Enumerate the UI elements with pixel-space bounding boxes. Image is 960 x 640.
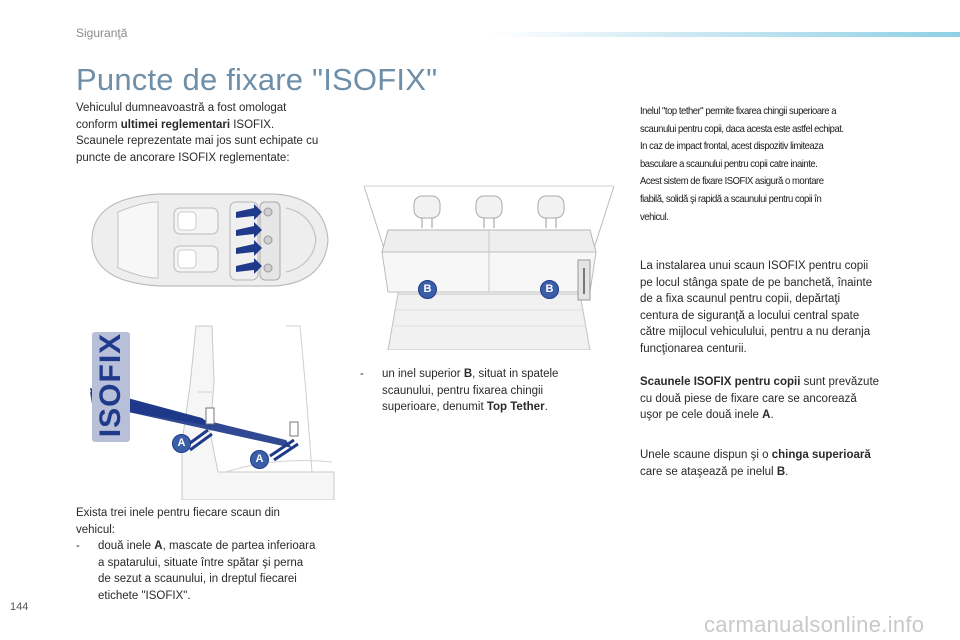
intro-line: Scaunele reprezentate mai jos sunt echip… <box>76 135 319 147</box>
rings-line: vehicul: <box>76 523 115 536</box>
page-number: 144 <box>10 601 29 613</box>
intro-line: conform ultimei reglementari ISOFIX. <box>76 118 275 131</box>
intro-line: Vehiculul dumneavoastră a fost omologat <box>76 102 287 114</box>
car-top-view-figure <box>78 182 338 298</box>
rings-line: Exista trei inele pentru fiecare scaun d… <box>76 507 280 519</box>
isofix-seat-figure: ISOFIX A A <box>86 322 338 500</box>
marker-a: A <box>172 434 191 453</box>
trunk-tether-figure: B B <box>358 182 620 350</box>
header-accent-bar <box>490 32 960 37</box>
page-title: Puncte de fixare "ISOFIX" <box>76 62 438 97</box>
list-item: - două inele A, mascate de partea inferi… <box>76 540 316 602</box>
isofix-label: ISOFIX <box>92 332 130 442</box>
ring-item-b: - un inel superior B, situat in spatele … <box>360 366 610 416</box>
top-tether-note: Inelul "top tether" permite fixarea chin… <box>640 106 844 223</box>
marker-b: B <box>418 280 437 299</box>
list-item: - un inel superior B, situat in spatele … <box>360 368 559 413</box>
watermark: carmanualsonline.info <box>704 612 925 637</box>
intro-paragraph: Vehiculul dumneavoastră a fost omologat … <box>76 100 366 166</box>
intro-line: puncte de ancorare ISOFIX reglementate: <box>76 151 290 164</box>
strap-paragraph: Unele scaune dispun şi o chinga superioa… <box>640 449 871 478</box>
marker-a: A <box>250 450 269 469</box>
section-label: Siguranţă <box>76 26 128 40</box>
install-paragraph: La instalarea unui scaun ISOFIX pentru c… <box>640 260 873 355</box>
seats-paragraph: Scaunele ISOFIX pentru copii sunt prevăz… <box>640 376 880 421</box>
marker-b: B <box>540 280 559 299</box>
rings-paragraph: Exista trei inele pentru fiecare scaun d… <box>76 505 346 604</box>
